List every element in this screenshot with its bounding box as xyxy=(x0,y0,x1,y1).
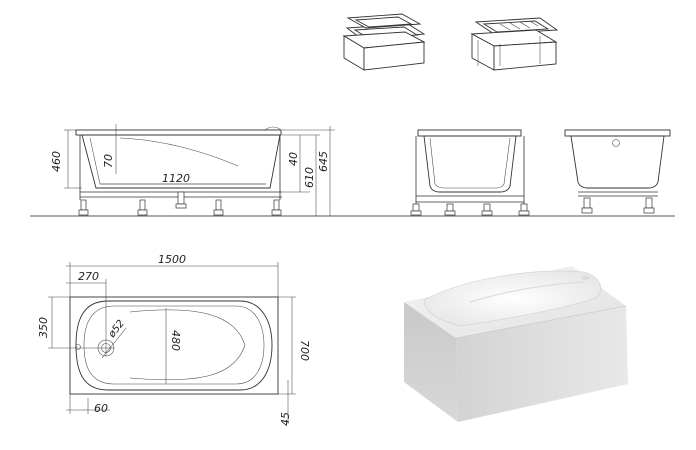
end-view-frame xyxy=(410,129,530,216)
dim-645: 645 xyxy=(317,151,330,172)
plan-view xyxy=(48,262,296,424)
dim-45: 45 xyxy=(279,412,292,426)
bathtub-frame-assembly-icon xyxy=(470,17,559,71)
dim-700: 700 xyxy=(298,340,311,361)
bathtub-3d-render xyxy=(404,266,628,422)
dim-480: 480 xyxy=(169,330,182,351)
side-view xyxy=(64,124,335,216)
dim-270: 270 xyxy=(78,270,99,283)
dim-70: 70 xyxy=(102,154,115,168)
dim-350: 350 xyxy=(37,317,50,338)
dim-40: 40 xyxy=(287,152,300,166)
end-view-plain xyxy=(564,129,671,214)
dim-1120: 1120 xyxy=(162,172,190,185)
bathtub-with-panel-icon xyxy=(342,13,426,71)
dim-60: 60 xyxy=(94,402,108,415)
dim-460: 460 xyxy=(50,151,63,172)
dim-610: 610 xyxy=(303,167,316,188)
dim-1500: 1500 xyxy=(158,253,186,266)
